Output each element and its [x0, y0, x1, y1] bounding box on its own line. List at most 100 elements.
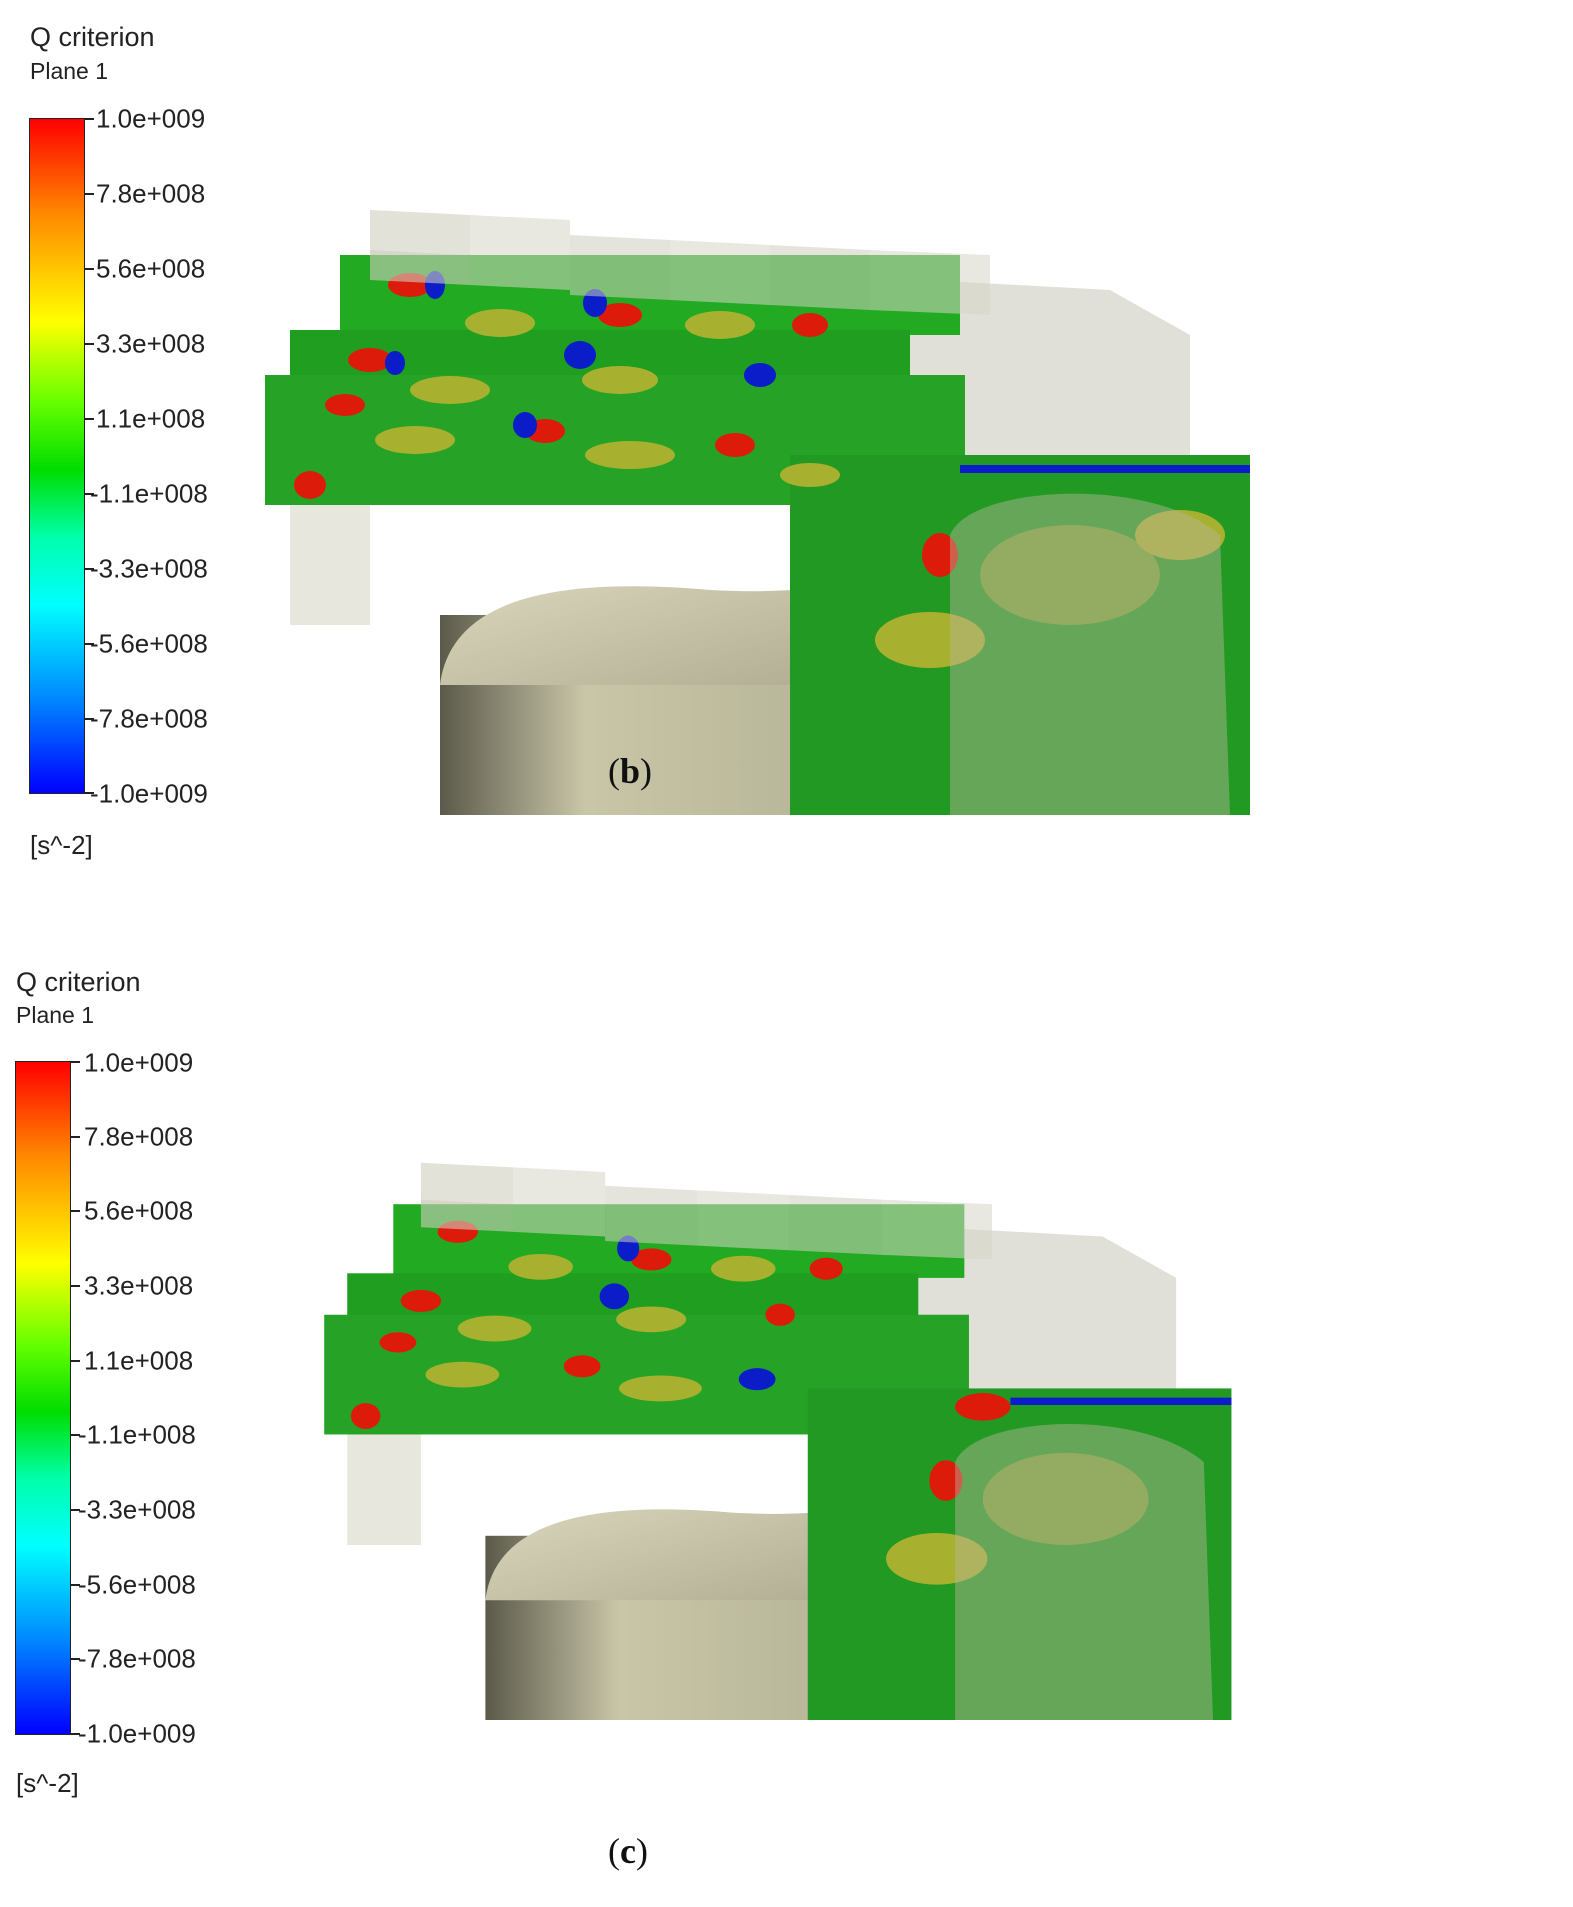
scale-label: -1.1e+008	[90, 478, 208, 509]
vortex-core	[294, 471, 326, 499]
vortex-core	[410, 376, 490, 404]
unit-label: [s^-2]	[16, 1768, 79, 1798]
scale-tick	[70, 1658, 80, 1660]
vortex-core	[425, 1361, 500, 1388]
casing-cap	[789, 1195, 882, 1255]
vortex-core	[744, 363, 776, 387]
q-criterion-contour-scene	[324, 1162, 1232, 1720]
casing-cap	[513, 1167, 606, 1237]
vortex-core	[929, 1460, 963, 1501]
scale-label: -3.3e+008	[90, 553, 208, 584]
scale-label: -1.0e+009	[78, 1718, 196, 1749]
casing-cap	[570, 235, 670, 300]
vortex-core	[585, 441, 675, 469]
casing-cap	[697, 1190, 790, 1251]
legend-title: Q criterion	[16, 967, 141, 997]
scale-tick	[70, 1584, 80, 1586]
casing-cap	[470, 215, 570, 290]
casing-cap	[870, 250, 990, 315]
outlet-duct-surface	[955, 1424, 1214, 1720]
scale-tick	[70, 1509, 80, 1511]
vortex-core	[792, 313, 828, 337]
vortex-core	[955, 1393, 1011, 1421]
legend-subtitle: Plane 1	[30, 58, 109, 84]
vortex-core	[922, 533, 958, 577]
unit-label: [s^-2]	[30, 830, 93, 860]
scale-tick	[70, 1434, 80, 1436]
vortex-core	[980, 525, 1160, 625]
scale-label: 5.6e+008	[84, 1195, 194, 1226]
scale-tick	[84, 268, 94, 270]
vortex-core	[960, 465, 1250, 473]
scale-label: -1.0e+009	[90, 778, 208, 809]
scale-tick	[84, 792, 94, 794]
scale-label: 7.8e+008	[84, 1121, 194, 1152]
color-scale-bar	[15, 1061, 71, 1735]
casing-side-panel	[290, 485, 370, 625]
vortex-core	[348, 348, 392, 372]
vortex-core	[400, 1289, 442, 1312]
vortex-core	[809, 1257, 843, 1280]
scale-tick	[70, 1136, 80, 1138]
color-scale-bar	[29, 118, 85, 794]
scale-tick	[84, 418, 94, 420]
scale-label: 3.3e+008	[84, 1270, 194, 1301]
scale-tick	[70, 1285, 80, 1287]
scale-tick	[84, 643, 94, 645]
scale-tick	[84, 568, 94, 570]
scale-label: -5.6e+008	[78, 1569, 196, 1600]
scale-label: 1.1e+008	[84, 1345, 194, 1376]
panel-b: Q criterion Plane 1 1.0e+009 7.8e+008 5.…	[0, 0, 1573, 950]
scale-tick	[84, 718, 94, 720]
vortex-core	[715, 433, 755, 457]
casing-cap	[881, 1199, 992, 1260]
scale-label: -7.8e+008	[78, 1643, 196, 1674]
scale-label: 7.8e+008	[96, 178, 206, 209]
vortex-core	[982, 1452, 1149, 1545]
vortex-core	[711, 1255, 776, 1282]
vortex-core	[465, 309, 535, 337]
casing-cap	[370, 210, 470, 285]
vortex-core	[780, 463, 840, 487]
scale-tick	[70, 1210, 80, 1212]
casing-cap	[770, 245, 870, 310]
vortex-core	[457, 1315, 532, 1342]
vortex-core	[598, 303, 642, 327]
vortex-core	[738, 1368, 776, 1391]
casing-cap	[670, 240, 770, 305]
panel-c: Q criterion Plane 1 1.0e+009 7.8e+008 5.…	[0, 950, 1573, 1907]
q-criterion-contour-scene	[265, 210, 1250, 815]
vortex-core	[379, 1332, 417, 1353]
scale-label: -7.8e+008	[90, 703, 208, 734]
scale-label: -5.6e+008	[90, 628, 208, 659]
vortex-core	[1135, 510, 1225, 560]
vortex-core	[325, 394, 365, 416]
legend-title: Q criterion	[30, 22, 155, 52]
vortex-core	[616, 1306, 687, 1333]
scale-tick	[70, 1733, 80, 1735]
scale-label: 1.0e+009	[84, 1047, 194, 1078]
scale-label: 5.6e+008	[96, 253, 206, 284]
casing-cap	[420, 1162, 514, 1232]
scale-tick	[84, 493, 94, 495]
vortex-core	[564, 341, 596, 369]
scale-label: -3.3e+008	[78, 1494, 196, 1525]
scale-label: 1.1e+008	[96, 403, 206, 434]
casing-side-panel	[347, 1416, 421, 1545]
vortex-core	[350, 1403, 381, 1429]
vortex-core	[563, 1355, 601, 1378]
scale-tick	[70, 1360, 80, 1362]
vortex-core	[1010, 1397, 1232, 1405]
vortex-core	[582, 366, 658, 394]
scale-tick	[84, 343, 94, 345]
outlet-duct-surface	[950, 493, 1230, 815]
scale-label: 3.3e+008	[96, 328, 206, 359]
vortex-core	[618, 1375, 702, 1402]
vortex-core	[765, 1303, 795, 1326]
vortex-core	[375, 426, 455, 454]
casing-cap	[605, 1185, 698, 1246]
scale-tick	[70, 1061, 80, 1063]
scale-label: 1.0e+009	[96, 103, 206, 134]
legend-subtitle: Plane 1	[16, 1002, 95, 1028]
vortex-core	[508, 1253, 573, 1280]
